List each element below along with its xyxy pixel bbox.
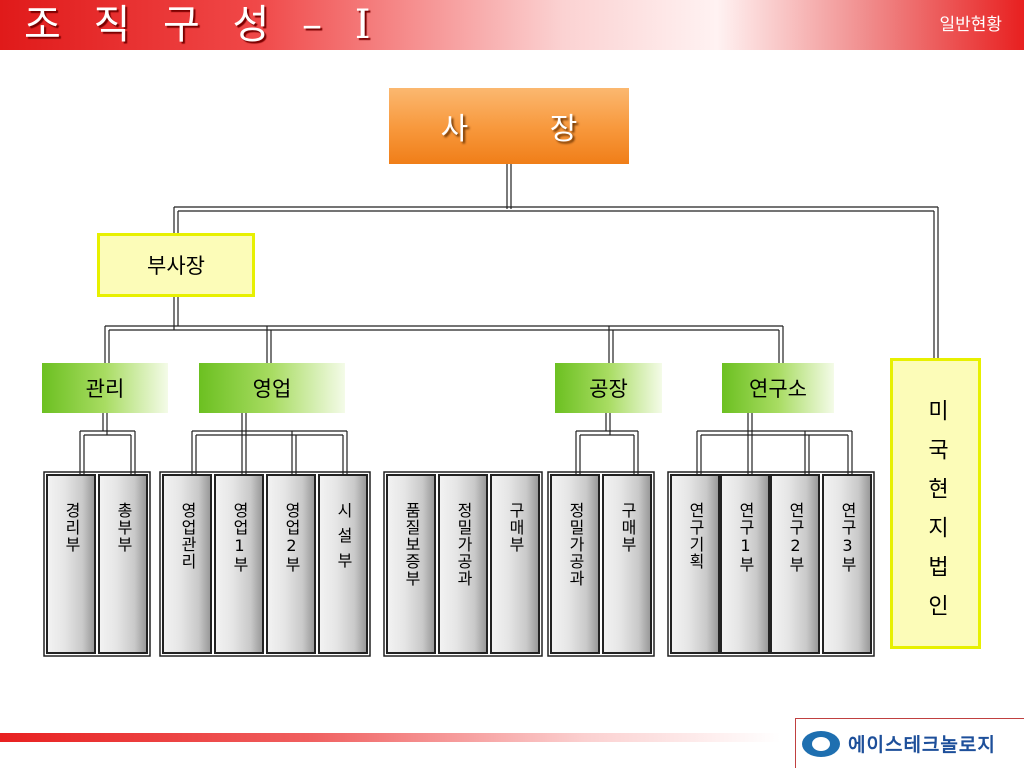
company-name: 에이스테크놀로지 (848, 734, 996, 756)
unit-quality-assurance-label: 품질보증부 (402, 502, 421, 587)
unit-research-planning-label: 연구기획 (686, 502, 705, 570)
dept-research-institute: 연구소 (722, 363, 834, 413)
dept-factory: 공장 (555, 363, 662, 413)
unit-general-affairs: 총부부 (98, 474, 148, 654)
ceo-box: 사 장 (389, 88, 629, 164)
unit-quality-assurance: 품질보증부 (386, 474, 436, 654)
dept-management-label: 관리 (85, 377, 125, 401)
unit-purchasing-b-label: 구매부 (618, 502, 637, 553)
company-logo: 에이스테크놀로지 (795, 718, 1024, 768)
unit-research-2: 연구2부 (770, 474, 820, 654)
unit-purchasing-a-label: 구매부 (506, 502, 525, 553)
unit-sales-1: 영업1부 (214, 474, 264, 654)
unit-sales-2: 영업2부 (266, 474, 316, 654)
unit-research-1: 연구1부 (720, 474, 770, 654)
unit-research-planning: 연구기획 (670, 474, 720, 654)
unit-research-3: 연구3부 (822, 474, 872, 654)
us-subsidiary-box: 미국현지법인 (890, 358, 981, 649)
vice-president-box: 부사장 (97, 233, 255, 297)
vice-president-label: 부사장 (147, 254, 205, 278)
unit-precision-machining-b: 정밀가공과 (550, 474, 600, 654)
dept-sales: 영업 (199, 363, 345, 413)
footer-bar (0, 733, 780, 742)
unit-accounting-label: 경리부 (62, 502, 81, 553)
unit-sales-management: 영업관리 (162, 474, 212, 654)
ceo-label: 사 장 (440, 112, 614, 147)
dept-management: 관리 (42, 363, 168, 413)
header-bar: 조 직 구 성 – Ⅰ 일반현황 (0, 0, 1024, 50)
us-subsidiary-label: 미국현지법인 (923, 399, 949, 633)
unit-research-2-label: 연구2부 (786, 502, 805, 573)
company-emblem-icon (802, 730, 840, 757)
unit-general-affairs-label: 총부부 (114, 502, 133, 553)
unit-accounting: 경리부 (46, 474, 96, 654)
unit-purchasing-a: 구매부 (490, 474, 540, 654)
unit-sales-2-label: 영업2부 (282, 502, 301, 573)
unit-facilities-label: 시설부 (334, 502, 353, 577)
unit-precision-machining-a: 정밀가공과 (438, 474, 488, 654)
dept-research-institute-label: 연구소 (749, 377, 807, 401)
unit-sales-1-label: 영업1부 (230, 502, 249, 573)
unit-sales-management-label: 영업관리 (178, 502, 197, 570)
unit-purchasing-b: 구매부 (602, 474, 652, 654)
unit-research-1-label: 연구1부 (736, 502, 755, 573)
unit-precision-machining-b-label: 정밀가공과 (566, 502, 585, 587)
dept-factory-label: 공장 (589, 377, 628, 401)
dept-sales-label: 영업 (252, 377, 292, 401)
unit-precision-machining-a-label: 정밀가공과 (454, 502, 473, 587)
section-label: 일반현황 (939, 15, 1002, 35)
unit-research-3-label: 연구3부 (838, 502, 857, 573)
page-title: 조 직 구 성 – Ⅰ (24, 2, 381, 48)
unit-facilities: 시설부 (318, 474, 368, 654)
